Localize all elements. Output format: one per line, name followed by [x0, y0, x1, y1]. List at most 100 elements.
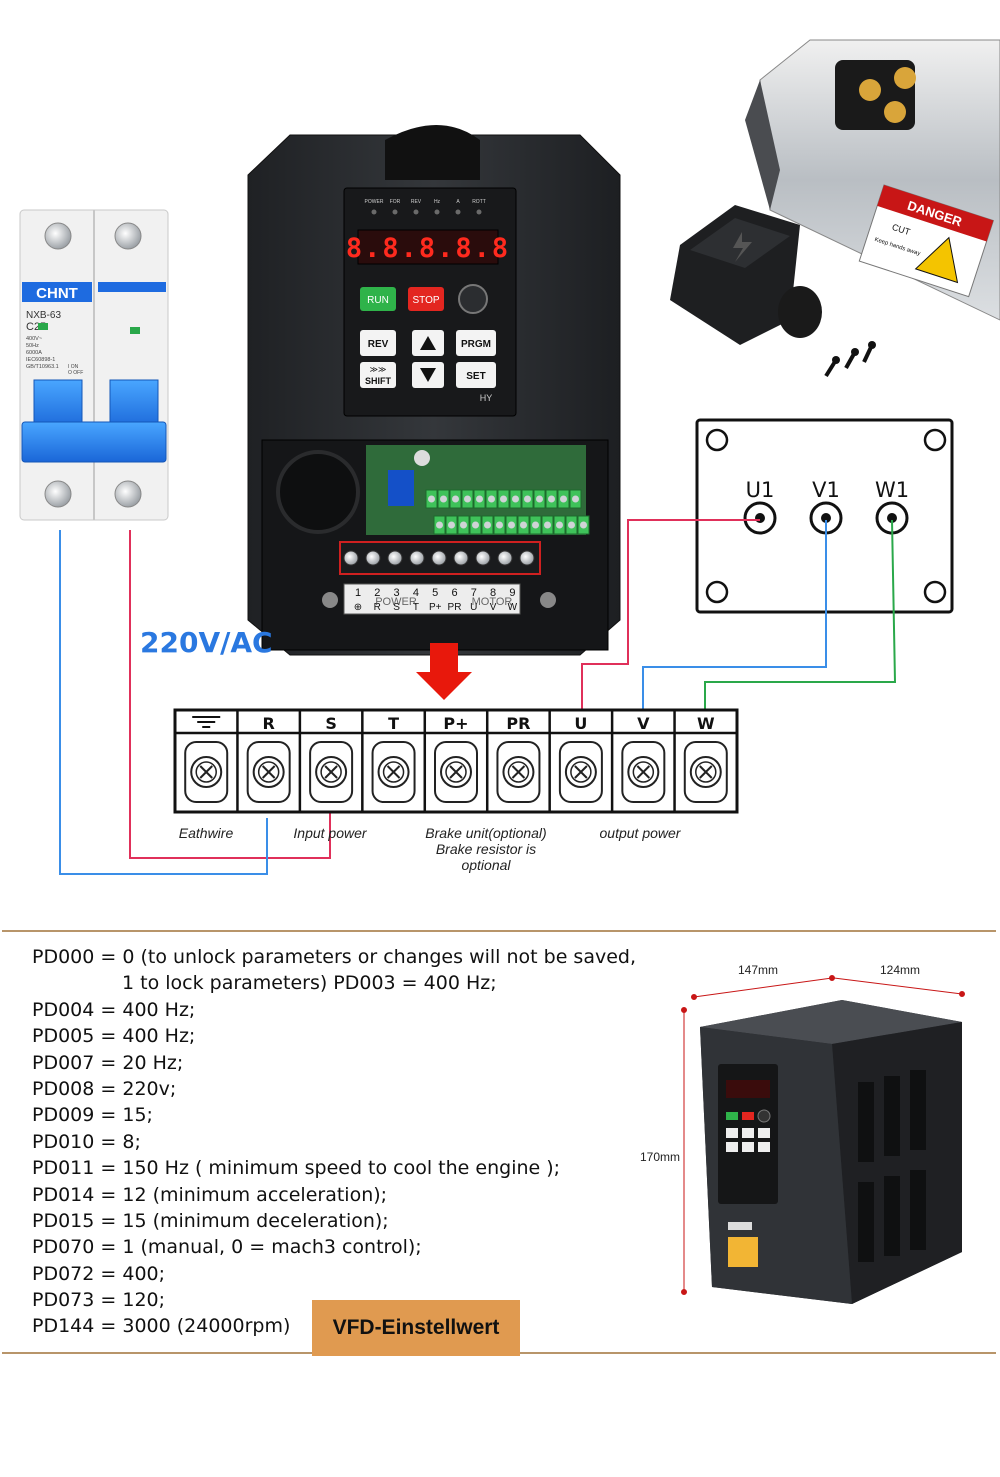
- vfd-set-key[interactable]: [456, 362, 496, 388]
- terminal-label: PR: [506, 714, 530, 733]
- motor-terminal-stud: [821, 513, 831, 523]
- vfd-led-label: Hz: [434, 199, 441, 205]
- vfd-terminal-letter: T: [413, 602, 419, 613]
- vfd-stop-key[interactable]: [408, 287, 444, 311]
- setting-line: 1 to lock parameters) PD003 = 400 Hz;: [122, 972, 497, 995]
- settings-badge-label: VFD-Einstellwert: [332, 1316, 500, 1339]
- vfd-led-indicator: [455, 209, 461, 215]
- circuit-breaker: CHNT NXB-63 C25 400V~50Hz6000AIEC60898-1…: [19, 209, 169, 521]
- setting-line: PD007 = 20 Hz;: [32, 1051, 184, 1074]
- vfd-run-key[interactable]: [360, 287, 396, 311]
- terminal-screw: [580, 521, 587, 529]
- control-terminal-strip: [425, 489, 590, 535]
- motor-terminal-label: W1: [875, 478, 909, 502]
- terminal-screw: [460, 521, 467, 529]
- terminal-screw-icon: [558, 741, 603, 803]
- vfd-shift-label: SHIFT: [365, 376, 392, 386]
- vfd-led-indicator: [434, 209, 440, 215]
- terminal-screw: [508, 521, 515, 529]
- breaker-spec-line: GB/T10963.1: [26, 364, 59, 370]
- vfd-led-label: POWER: [365, 199, 384, 205]
- setting-line: PD010 = 8;: [32, 1130, 141, 1153]
- terminal-label: U: [574, 714, 587, 733]
- vfd-terminal-number: 9: [509, 587, 515, 599]
- wire-red-output: [581, 519, 760, 710]
- terminal-screw: [568, 521, 575, 529]
- caption-earth: Eathwire: [179, 825, 234, 841]
- setting-line: PD073 = 120;: [32, 1289, 166, 1312]
- vfd-set-label: SET: [466, 371, 485, 382]
- setting-line: PD000 = 0 (to unlock parameters or chang…: [32, 946, 637, 968]
- motor-terminal-stud: [755, 513, 765, 523]
- vfd-led-indicator: [371, 209, 377, 215]
- vfd-terminal-number: 2: [374, 587, 380, 599]
- photo-vent-slots: [858, 1070, 926, 1262]
- setting-line: PD004 = 400 Hz;: [32, 998, 196, 1021]
- terminal-screw: [464, 495, 471, 503]
- vfd-terminal-letter: S: [393, 602, 400, 613]
- dimension-depth: 124mm: [880, 963, 920, 977]
- terminal-screw-icon: [246, 741, 291, 803]
- setting-line: PD072 = 400;: [32, 1262, 166, 1285]
- vfd-rev-key[interactable]: [360, 330, 396, 356]
- vfd-terminal-letter: V: [490, 602, 497, 613]
- terminal-screw: [548, 495, 555, 503]
- vfd-shift-key[interactable]: [360, 362, 396, 388]
- vfd-motor-label: MOTOR: [472, 596, 513, 608]
- setting-line: PD015 = 15 (minimum deceleration);: [32, 1209, 389, 1232]
- dimension-width: 147mm: [738, 963, 778, 977]
- breaker-off-label: O OFF: [68, 370, 83, 376]
- power-terminal-screw: [497, 550, 513, 566]
- terminal-screw-icon: [496, 741, 541, 803]
- vfd-display: 8.8.8.8.8: [346, 233, 510, 264]
- vfd-brand: HY: [480, 393, 493, 403]
- setting-line: PD144 = 3000 (24000rpm): [32, 1315, 291, 1338]
- breaker-brand: CHNT: [36, 285, 78, 302]
- vfd-terminal-number: 6: [451, 587, 457, 599]
- terminal-screw-icon: [434, 741, 478, 803]
- vfd-led-indicator: [392, 209, 398, 215]
- vfd-led-indicator: [413, 209, 419, 215]
- vent-slot: [884, 1176, 900, 1256]
- settings-list: PD000 = 0 (to unlock parameters or chang…: [32, 944, 636, 1340]
- vent-slot: [858, 1082, 874, 1162]
- vfd-prgm-key[interactable]: [456, 330, 496, 356]
- down-arrow-icon: [420, 368, 436, 382]
- vfd-terminal-letter: R: [374, 602, 381, 613]
- caption-brake-1: Brake unit(optional): [425, 825, 546, 841]
- terminal-screw: [484, 521, 491, 529]
- vfd-terminal-letter: W: [508, 602, 518, 613]
- vfd-speed-knob[interactable]: [458, 284, 488, 314]
- power-terminal-screw: [365, 550, 381, 566]
- down-arrow-icon-large: [416, 643, 472, 700]
- vfd-led-label: REV: [411, 199, 422, 205]
- vfd-terminal-letter: ⊕: [354, 602, 362, 613]
- terminal-screw: [440, 495, 447, 503]
- terminal-screw-icon: [371, 741, 416, 803]
- power-terminal-screw: [453, 550, 469, 566]
- vfd-power-label: POWER: [375, 596, 417, 608]
- terminal-screw: [532, 521, 539, 529]
- power-terminal-screw: [475, 550, 491, 566]
- motor-terminal-label: V1: [812, 478, 840, 502]
- vent-slot: [910, 1070, 926, 1150]
- terminal-screw: [560, 495, 567, 503]
- setting-line: PD014 = 12 (minimum acceleration);: [32, 1183, 388, 1206]
- lightning-icon: [733, 232, 752, 262]
- power-terminal-screw: [409, 550, 425, 566]
- vent-slot: [858, 1182, 874, 1262]
- terminal-screw: [556, 521, 563, 529]
- vfd-dimension-photo: 147mm 124mm 170mm: [640, 963, 965, 1304]
- power-terminal-screw: [431, 550, 447, 566]
- caption-brake-2: Brake resistor is: [436, 841, 536, 857]
- dimension-height: 170mm: [640, 1150, 680, 1164]
- terminal-label: S: [325, 714, 337, 733]
- terminal-screw: [544, 521, 551, 529]
- wiring-diagram: CHNT NXB-63 C25 400V~50Hz6000AIEC60898-1…: [19, 39, 1000, 875]
- motor-terminal-label: U1: [746, 478, 775, 502]
- vfd-terminal-number: 5: [432, 587, 438, 599]
- terminal-screw: [476, 495, 483, 503]
